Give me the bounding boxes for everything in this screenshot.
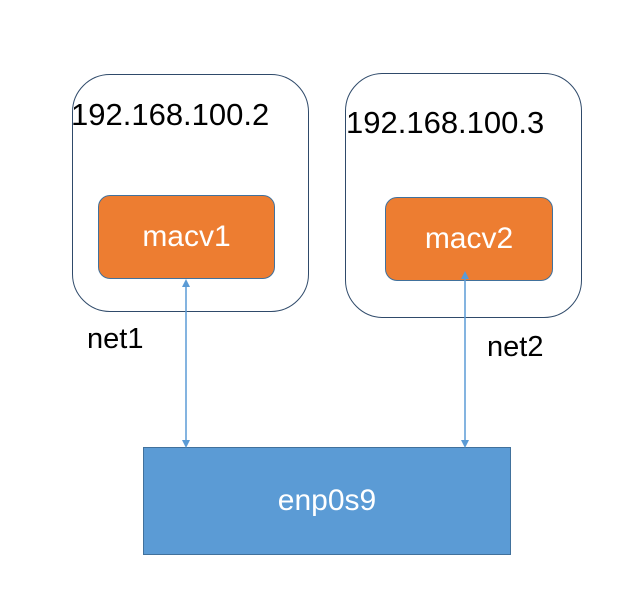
- namespace-2-ip-label: 192.168.100.3: [346, 105, 545, 140]
- net2-label: net2: [487, 331, 544, 363]
- enp0s9-parent-interface: enp0s9: [143, 447, 511, 555]
- macv1-interface: macv1: [98, 195, 275, 279]
- net1-label: net1: [87, 323, 144, 355]
- namespace-1-ip-label: 192.168.100.2: [71, 97, 270, 132]
- macv2-interface: macv2: [385, 197, 553, 281]
